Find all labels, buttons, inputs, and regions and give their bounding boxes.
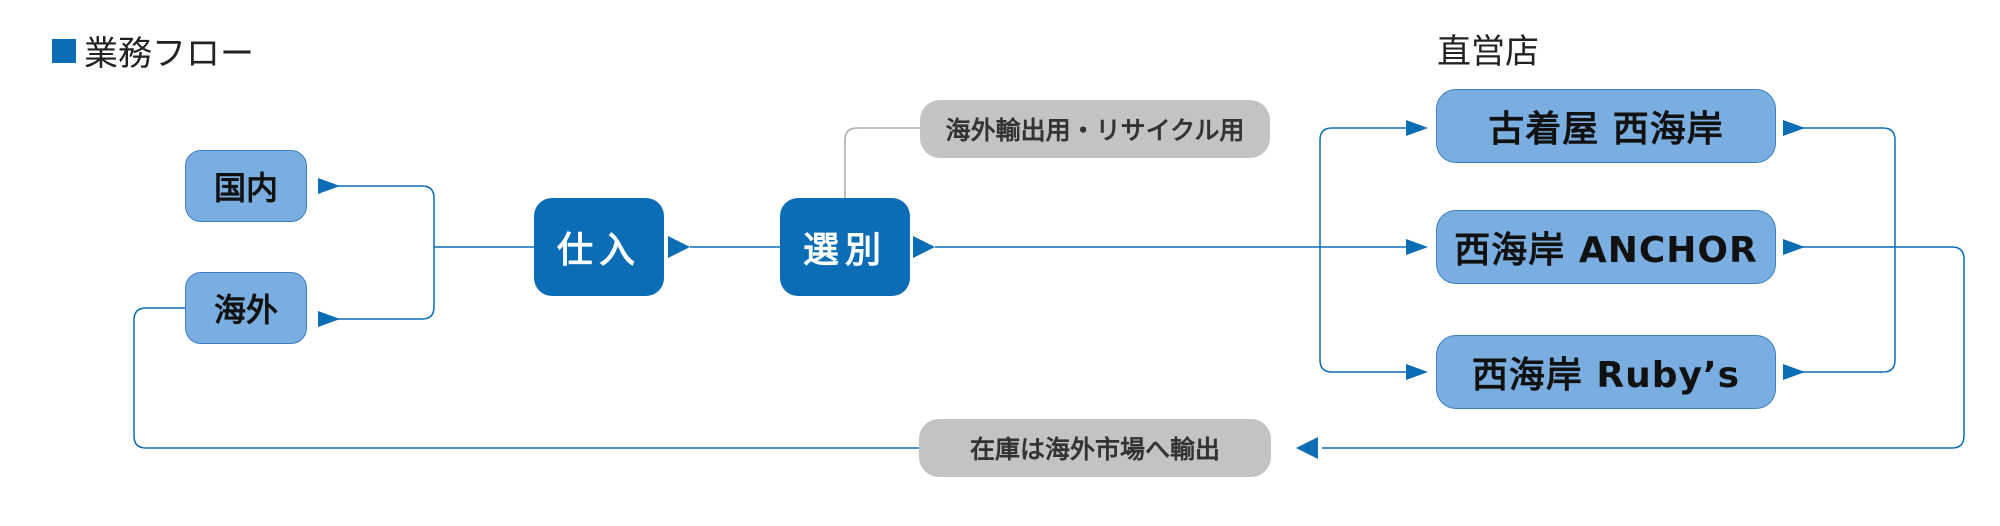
arrow-sorting	[913, 236, 935, 258]
connector-stores-right	[1802, 127, 1896, 373]
store-node-1: 古着屋 西海岸	[1436, 89, 1776, 163]
store-node-2: 西海岸 ANCHOR	[1436, 210, 1776, 284]
node-purchase: 仕入	[534, 198, 664, 296]
arrow-domestic	[318, 178, 340, 194]
arrow-from-store-2	[1783, 239, 1805, 255]
arrow-from-store-3	[1783, 364, 1805, 380]
page-title: 業務フロー	[52, 26, 254, 75]
stores-heading: 直営店	[1437, 32, 1539, 72]
label-stock-export: 在庫は海外市場へ輸出	[919, 419, 1271, 477]
arrow-from-store-1	[1783, 120, 1805, 136]
arrow-to-store-1	[1406, 120, 1428, 136]
node-overseas: 海外	[185, 272, 307, 344]
arrow-overseas	[318, 311, 340, 327]
arrow-to-store-3	[1406, 364, 1428, 380]
connector-return-loop	[1322, 246, 1965, 449]
connector-sorting-to-export	[844, 127, 920, 198]
connector-return-to-overseas	[133, 307, 919, 449]
page-title-text: 業務フロー	[84, 34, 254, 74]
connector-domestic	[335, 185, 435, 320]
label-export-recycle: 海外輸出用・リサイクル用	[920, 100, 1270, 158]
title-marker-icon	[52, 38, 76, 63]
node-sorting: 選別	[780, 198, 910, 296]
arrow-purchase	[668, 236, 690, 258]
arrow-to-store-2	[1406, 239, 1428, 255]
store-node-3: 西海岸 Ruby’s	[1436, 335, 1776, 409]
arrow-stock-export	[1296, 437, 1318, 459]
node-domestic: 国内	[185, 150, 307, 222]
connector-stores-branch	[1319, 127, 1408, 373]
